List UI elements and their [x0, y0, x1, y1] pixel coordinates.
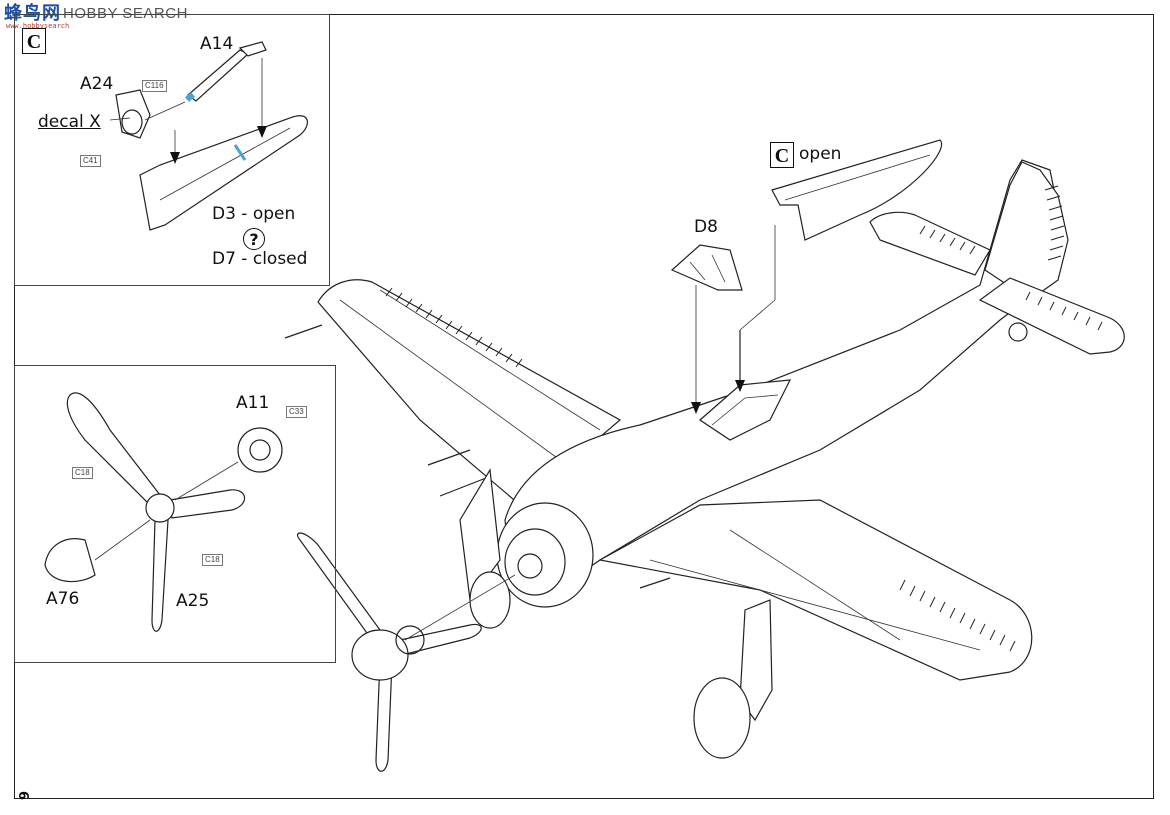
- watermark-url: www.hobbysearch: [6, 22, 70, 30]
- question-mark-icon: ?: [243, 228, 265, 250]
- right-aileron-hatching: [899, 579, 1016, 652]
- canopy-frame: [139, 115, 308, 231]
- inset-step-badge: C: [22, 28, 46, 54]
- d8-part: [670, 244, 743, 291]
- page-number: 9: [18, 790, 33, 800]
- inset-canopy-drawing: [109, 41, 308, 231]
- watermark-chinese: 蜂鸟网: [4, 3, 61, 24]
- inset-prop-hub: [145, 493, 175, 523]
- right-gear-leg: [739, 599, 773, 722]
- a76-spinner: [44, 538, 96, 583]
- label-canopy-open: open: [799, 144, 842, 164]
- label-d8: D8: [694, 217, 718, 237]
- label-d7-closed: D7 - closed: [212, 249, 308, 269]
- inset-canopy-detail: [14, 14, 330, 286]
- watermark-logo: 蜂鸟网 HOBBY SEARCH: [4, 4, 188, 38]
- label-a76: A76: [46, 589, 80, 609]
- tag-c18-top: C18: [72, 467, 93, 479]
- engine-cowling: [496, 502, 594, 608]
- tail-wheel: [1008, 322, 1028, 342]
- label-a24: A24: [80, 74, 114, 94]
- tag-c33: C33: [286, 406, 307, 418]
- inset-prop-blade-down: [151, 519, 169, 632]
- label-d3-open: D3 - open: [212, 204, 296, 224]
- tag-c41: C41: [80, 155, 101, 167]
- inset-propeller-drawing: [44, 392, 283, 632]
- left-main-wheel: [469, 571, 511, 629]
- rudder-hatching: [1044, 185, 1065, 261]
- inset-prop-blade-right: [169, 489, 246, 519]
- label-a25: A25: [176, 591, 210, 611]
- canopy-step-badge: C: [770, 142, 794, 168]
- tag-c116: C116: [142, 80, 167, 92]
- left-aileron-hatching: [385, 287, 523, 368]
- right-stabilizer: [978, 277, 1125, 355]
- label-a11: A11: [236, 393, 270, 413]
- right-wing: [598, 499, 1033, 681]
- tag-c18-bottom: C18: [202, 554, 223, 566]
- a11-gear: [237, 427, 283, 473]
- inset-propeller-detail: [14, 365, 336, 663]
- label-a14: A14: [200, 34, 234, 54]
- main-prop-blade-right: [399, 623, 482, 656]
- main-prop-blade-down: [375, 659, 393, 772]
- right-main-wheel: [693, 677, 751, 759]
- aircraft-drawing: [284, 139, 1125, 772]
- main-spinner: [351, 629, 409, 681]
- left-stabilizer: [869, 211, 991, 276]
- left-gear-leg: [459, 468, 501, 602]
- watermark-english: HOBBY SEARCH: [63, 5, 188, 22]
- cockpit-opening: [699, 379, 792, 441]
- main-prop-blade-up: [297, 532, 381, 641]
- label-decal-x: decal X: [38, 112, 101, 132]
